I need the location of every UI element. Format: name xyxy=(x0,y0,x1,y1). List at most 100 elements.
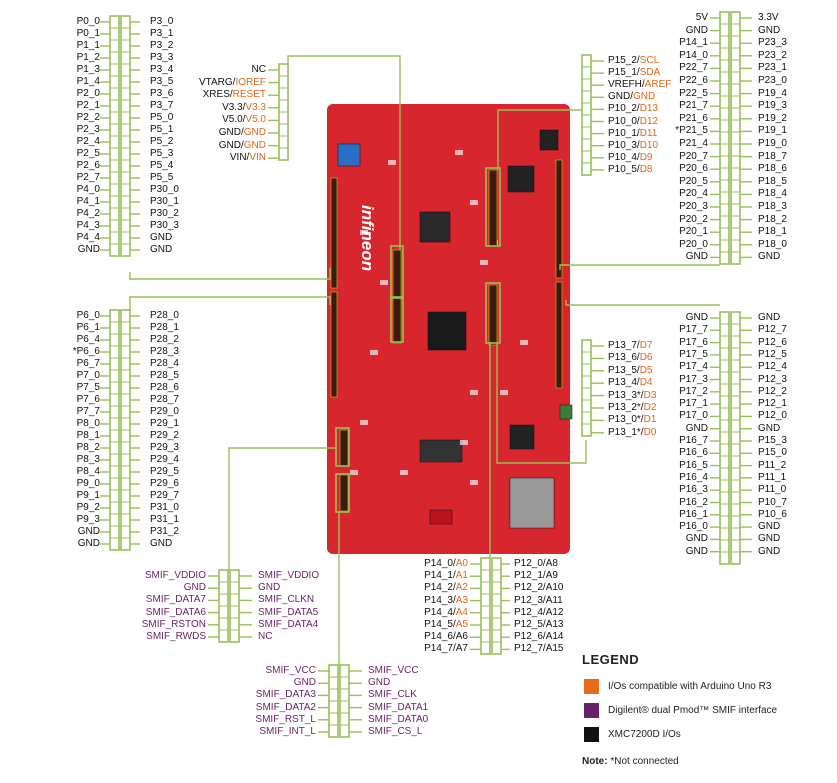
smif-pin-label: SMIF_VDDIO xyxy=(144,570,206,581)
pin-name: XRES/ xyxy=(202,89,233,101)
pin-label: GND xyxy=(758,545,781,557)
header-highlight xyxy=(390,245,404,299)
pin-label: P12_7 xyxy=(758,324,787,336)
pin-label: P21_7 xyxy=(679,100,708,112)
pin-label: P3_0 xyxy=(150,16,174,27)
mcu-main-chip xyxy=(427,311,467,351)
pin-label: P15_0 xyxy=(758,447,787,459)
arduino-alias: D3 xyxy=(643,389,657,401)
power-pin-label: VIN/VIN xyxy=(230,152,266,164)
analog-pin-label: P14_6/A6 xyxy=(424,631,468,643)
smif-pin-label: GND xyxy=(258,582,281,594)
pin-name: P10_4/ xyxy=(608,151,640,163)
pin-label: P1_3 xyxy=(76,64,100,75)
smif-pin-label: SMIF_DATA5 xyxy=(258,606,319,618)
digital-pin-label: P13_6/D6 xyxy=(608,352,653,364)
digital-pin-label: P10_0/D12 xyxy=(608,116,658,128)
pin-label: P20_7 xyxy=(679,150,708,162)
pin-label: P4_1 xyxy=(76,196,100,207)
pin-label: P4_2 xyxy=(76,208,100,219)
pin-name: P15_2/ xyxy=(608,55,640,66)
pin-label: GND xyxy=(758,251,781,263)
pin-label: P16_3 xyxy=(679,484,708,496)
pin-label: P17_2 xyxy=(679,385,708,397)
pin-label: GND xyxy=(685,422,708,434)
header-x2-right-a xyxy=(719,311,730,565)
smif-pin-label: SMIF_CLK xyxy=(368,689,417,701)
pin-label: P29_4 xyxy=(150,454,179,465)
pin-label: P9_3 xyxy=(76,514,100,525)
board-header-strip xyxy=(339,474,349,512)
pin-label: P12_0 xyxy=(758,410,787,422)
smd-component xyxy=(480,260,488,265)
analog-pin-label: P12_7/A15 xyxy=(514,643,564,655)
pin-label: P17_5 xyxy=(679,348,708,360)
digital-pin-label: GND/GND xyxy=(608,91,655,103)
pin-label: GND xyxy=(758,521,781,533)
pin-label: P22_7 xyxy=(679,62,708,74)
pin-label: P12_2 xyxy=(758,385,787,397)
pin-label: P5_1 xyxy=(150,124,174,135)
legend-item-io: XMC7200D I/Os xyxy=(608,729,681,740)
digital-pin-label: P13_0*/D1 xyxy=(608,414,656,426)
smif-pin-label: SMIF_DATA7 xyxy=(145,594,206,606)
board-header-strip xyxy=(488,169,498,247)
smif-pin-label: SMIF_RSTON xyxy=(141,618,206,630)
pin-name: P10_2/ xyxy=(608,103,640,115)
smif-pin-label: GND xyxy=(293,677,316,689)
pin-name: GND/ xyxy=(218,127,244,138)
smd-component xyxy=(455,150,463,155)
button xyxy=(429,509,453,525)
pin-name: P10_3/ xyxy=(608,139,640,151)
arduino-alias: RESET xyxy=(232,89,266,101)
pin-label: P2_1 xyxy=(76,100,100,111)
analog-pin-label: P12_3/A11 xyxy=(514,594,563,606)
arduino-alias: D9 xyxy=(639,151,653,163)
smif-pin-label: SMIF_RWDS xyxy=(146,631,206,642)
arduino-alias: A5 xyxy=(455,619,468,630)
digital-low-connector xyxy=(496,342,587,464)
pin-label: P16_7 xyxy=(679,435,708,446)
digital-pin-label: P10_1/D11 xyxy=(608,128,657,140)
smif-pin-label: SMIF_DATA6 xyxy=(145,606,206,618)
smif-pin-label: SMIF_DATA1 xyxy=(368,701,429,713)
pin-label: P16_1 xyxy=(679,508,708,520)
pin-label: P19_2 xyxy=(758,112,787,124)
ethernet-jack xyxy=(509,477,555,529)
pin-label: P3_7 xyxy=(150,100,174,111)
arduino-alias: GND xyxy=(243,127,266,138)
pin-label: P30_0 xyxy=(150,184,179,195)
smd-component xyxy=(470,390,478,395)
header-highlight xyxy=(485,167,501,247)
pin-label: P7_5 xyxy=(76,382,100,393)
pin-label: P18_7 xyxy=(758,150,787,162)
analog-pin-label: P14_0/A0 xyxy=(424,558,468,570)
pin-label: P1_2 xyxy=(76,52,100,63)
pin-name: VTARG/ xyxy=(198,76,236,88)
note-body: *Not connected xyxy=(610,756,679,767)
pin-label: P7_0 xyxy=(76,370,100,381)
arduino-alias: D13 xyxy=(639,103,659,115)
pin-label: P1_4 xyxy=(76,76,100,87)
board-header-strip xyxy=(555,281,563,389)
note-label: Note: xyxy=(582,756,608,767)
pin-name: P13_6/ xyxy=(608,352,640,364)
pin-label: P16_6 xyxy=(679,447,708,459)
pin-label: P12_5 xyxy=(758,348,787,360)
pin-name: GND/ xyxy=(218,139,244,151)
pin-label: P2_7 xyxy=(76,172,100,183)
pin-label: P17_4 xyxy=(679,361,708,373)
smif-pin-label: SMIF_INT_L xyxy=(259,726,316,737)
header-x1-right-b xyxy=(730,11,741,265)
arduino-alias: V3.3 xyxy=(245,101,266,113)
pin-label: P23_1 xyxy=(758,62,787,74)
pin-name: NC xyxy=(251,64,266,75)
power-pin-label: V3.3/V3.3 xyxy=(222,102,266,114)
pin-label: P15_3 xyxy=(758,435,787,446)
board-header-strip xyxy=(330,291,338,398)
smif-pin-label: SMIF_DATA3 xyxy=(255,689,316,701)
smd-component xyxy=(370,350,378,355)
mcu-chip xyxy=(419,211,451,243)
pin-name: V5.0/ xyxy=(222,114,246,126)
header-x1r-connector xyxy=(559,264,720,270)
